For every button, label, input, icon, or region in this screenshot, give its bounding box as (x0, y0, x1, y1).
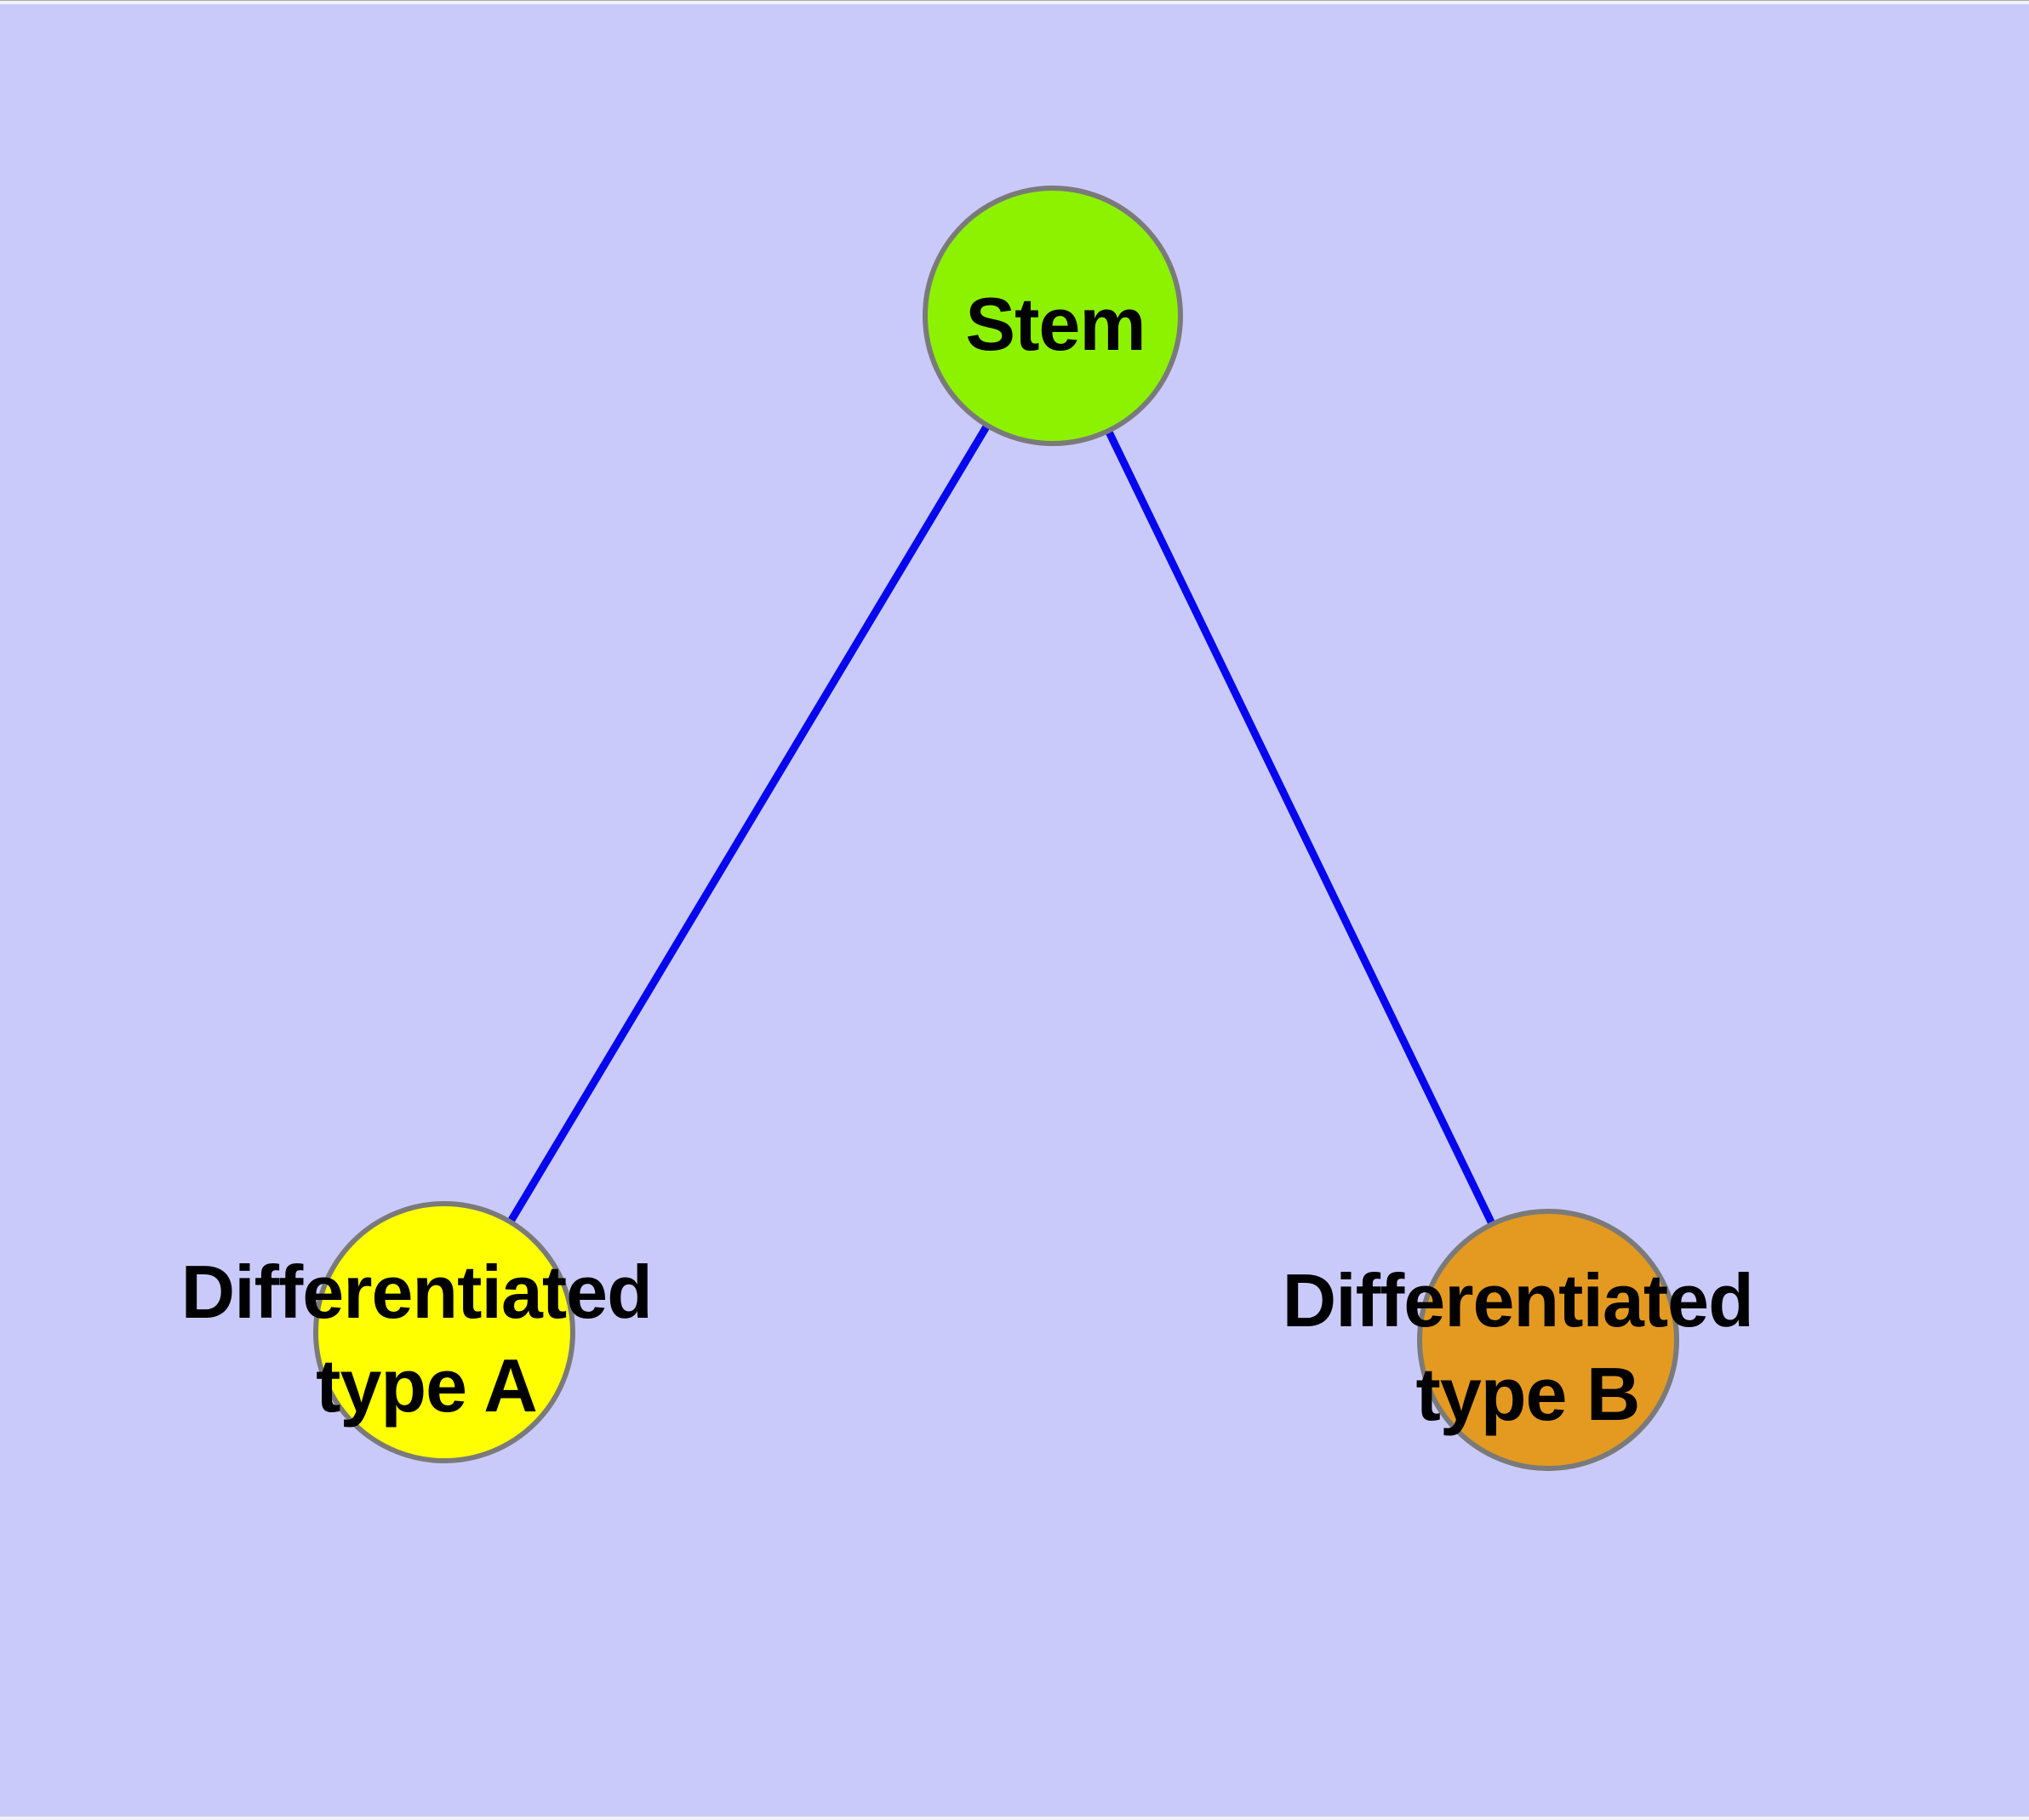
node-differentiated-type-b: Differentiated type B (1283, 1209, 1774, 1471)
node-differentiated-type-a-circle (313, 1201, 575, 1463)
edge-layer (441, 313, 1552, 1342)
node-stem-label: Stem (965, 282, 1145, 366)
node-differentiated-type-b-label-line-1: Differentiated (1283, 1258, 1753, 1342)
node-differentiated-type-a-label-line-2: type A (316, 1343, 537, 1428)
top-edge-strip (0, 1, 2029, 4)
edge-stem-to-type-b (1049, 314, 1552, 1342)
node-stem: Stem (923, 186, 1183, 446)
node-differentiated-type-a-label: Differentiated type A (181, 1250, 672, 1428)
node-differentiated-type-b-label-line-2: type B (1416, 1352, 1640, 1436)
node-differentiated-type-a-label-line-1: Differentiated (181, 1250, 652, 1334)
bottom-edge-strip (0, 1817, 2029, 1820)
node-stem-label-line-1: Stem (965, 282, 1145, 366)
edge-stem-to-type-a (441, 313, 1056, 1335)
node-stem-circle (923, 186, 1183, 446)
node-differentiated-type-a: Differentiated type A (181, 1201, 672, 1463)
node-differentiated-type-b-label: Differentiated type B (1283, 1258, 1774, 1436)
node-differentiated-type-b-circle (1417, 1209, 1679, 1471)
top-hairline (0, 0, 2029, 1)
